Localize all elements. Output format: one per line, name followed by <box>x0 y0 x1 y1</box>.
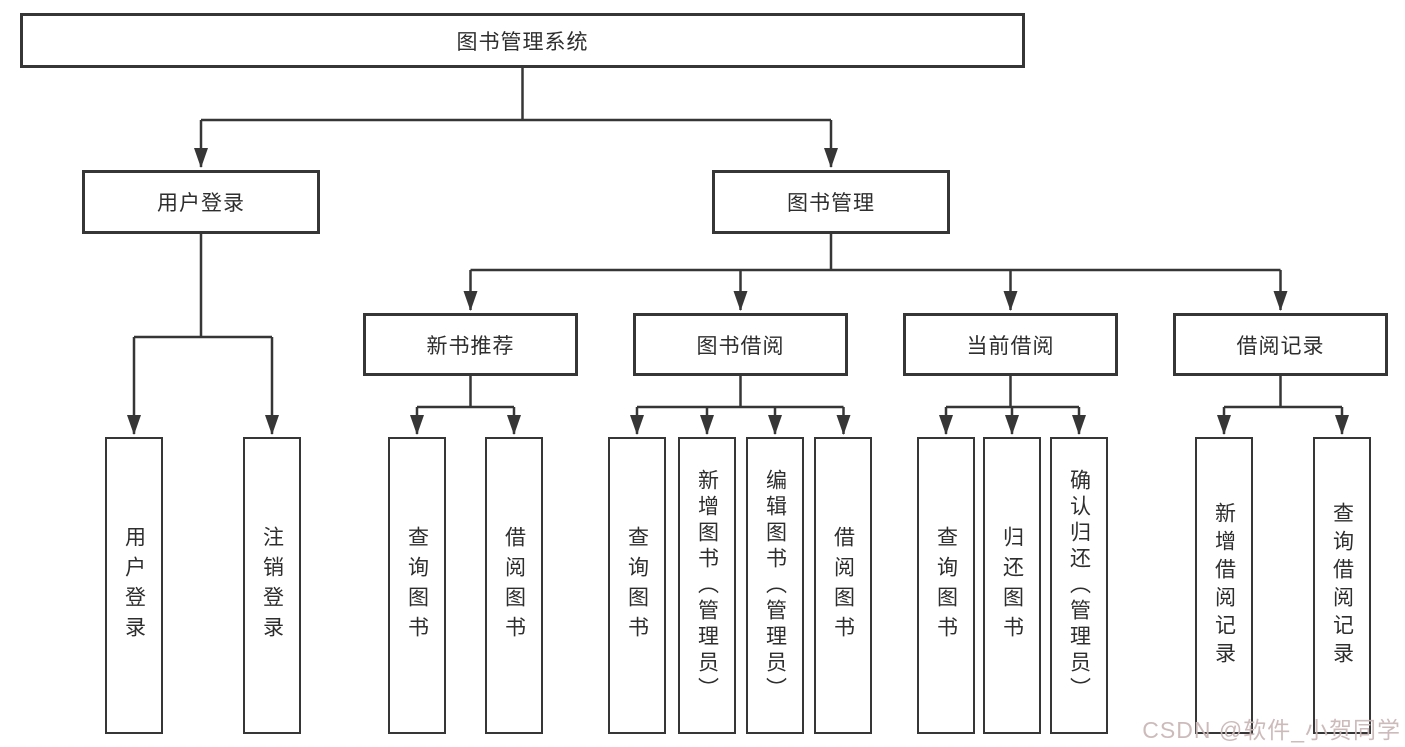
leaf-borrowing-query-books: 查询图书 <box>608 437 666 734</box>
node-book-management: 图书管理 <box>712 170 950 234</box>
node-label: 借阅图书 <box>502 525 526 646</box>
leaf-add-borrow-record: 新增借阅记录 <box>1195 437 1253 734</box>
node-label: 查询图书 <box>405 525 429 646</box>
node-label: 图书管理系统 <box>456 30 589 54</box>
node-new-book-recommend: 新书推荐 <box>363 313 578 376</box>
node-label: 新书推荐 <box>426 334 515 358</box>
leaf-edit-books-admin: 编辑图书（管理员） <box>746 437 804 734</box>
connector-root-bus <box>201 68 831 122</box>
leaf-add-books-admin: 新增图书（管理员） <box>678 437 736 734</box>
node-label: 图书管理 <box>787 192 875 215</box>
node-library-management-system: 图书管理系统 <box>20 13 1025 68</box>
node-label: 查询借阅记录 <box>1330 501 1354 670</box>
leaf-confirm-return-admin: 确认归还（管理员） <box>1050 437 1108 734</box>
leaf-return-books: 归还图书 <box>983 437 1041 734</box>
connector-book-management-bus <box>470 234 1281 272</box>
node-book-borrowing: 图书借阅 <box>633 313 848 376</box>
node-label: 图书借阅 <box>696 334 785 358</box>
connector-new-book-recommend-bus <box>417 376 514 409</box>
node-label: 用户登录 <box>157 192 245 215</box>
node-label: 用户登录 <box>122 525 146 646</box>
connector-borrow-records-bus <box>1224 376 1342 409</box>
connector-current-borrowing-bus <box>946 376 1079 409</box>
node-label: 新增借阅记录 <box>1212 501 1236 670</box>
node-label: 注销登录 <box>260 525 284 646</box>
node-label: 查询图书 <box>934 525 958 646</box>
node-label: 归还图书 <box>1000 525 1024 646</box>
node-label: 查询图书 <box>625 525 649 646</box>
leaf-logout: 注销登录 <box>243 437 301 734</box>
node-label: 编辑图书（管理员） <box>763 468 787 703</box>
node-label: 借阅图书 <box>831 525 855 646</box>
node-label: 确认归还（管理员） <box>1067 468 1091 703</box>
leaf-current-query-books: 查询图书 <box>917 437 975 734</box>
node-label: 当前借阅 <box>966 334 1055 358</box>
leaf-borrowing-borrow-books: 借阅图书 <box>814 437 872 734</box>
leaf-recommend-query-books: 查询图书 <box>388 437 446 734</box>
leaf-recommend-borrow-books: 借阅图书 <box>485 437 543 734</box>
connector-user-login-bus <box>134 234 272 339</box>
node-current-borrowing: 当前借阅 <box>903 313 1118 376</box>
node-borrow-records: 借阅记录 <box>1173 313 1388 376</box>
leaf-query-borrow-record: 查询借阅记录 <box>1313 437 1371 734</box>
connector-book-borrowing-bus <box>637 376 844 409</box>
node-label: 借阅记录 <box>1236 334 1325 358</box>
node-user-login: 用户登录 <box>82 170 320 234</box>
leaf-user-login: 用户登录 <box>105 437 163 734</box>
node-label: 新增图书（管理员） <box>695 468 719 703</box>
